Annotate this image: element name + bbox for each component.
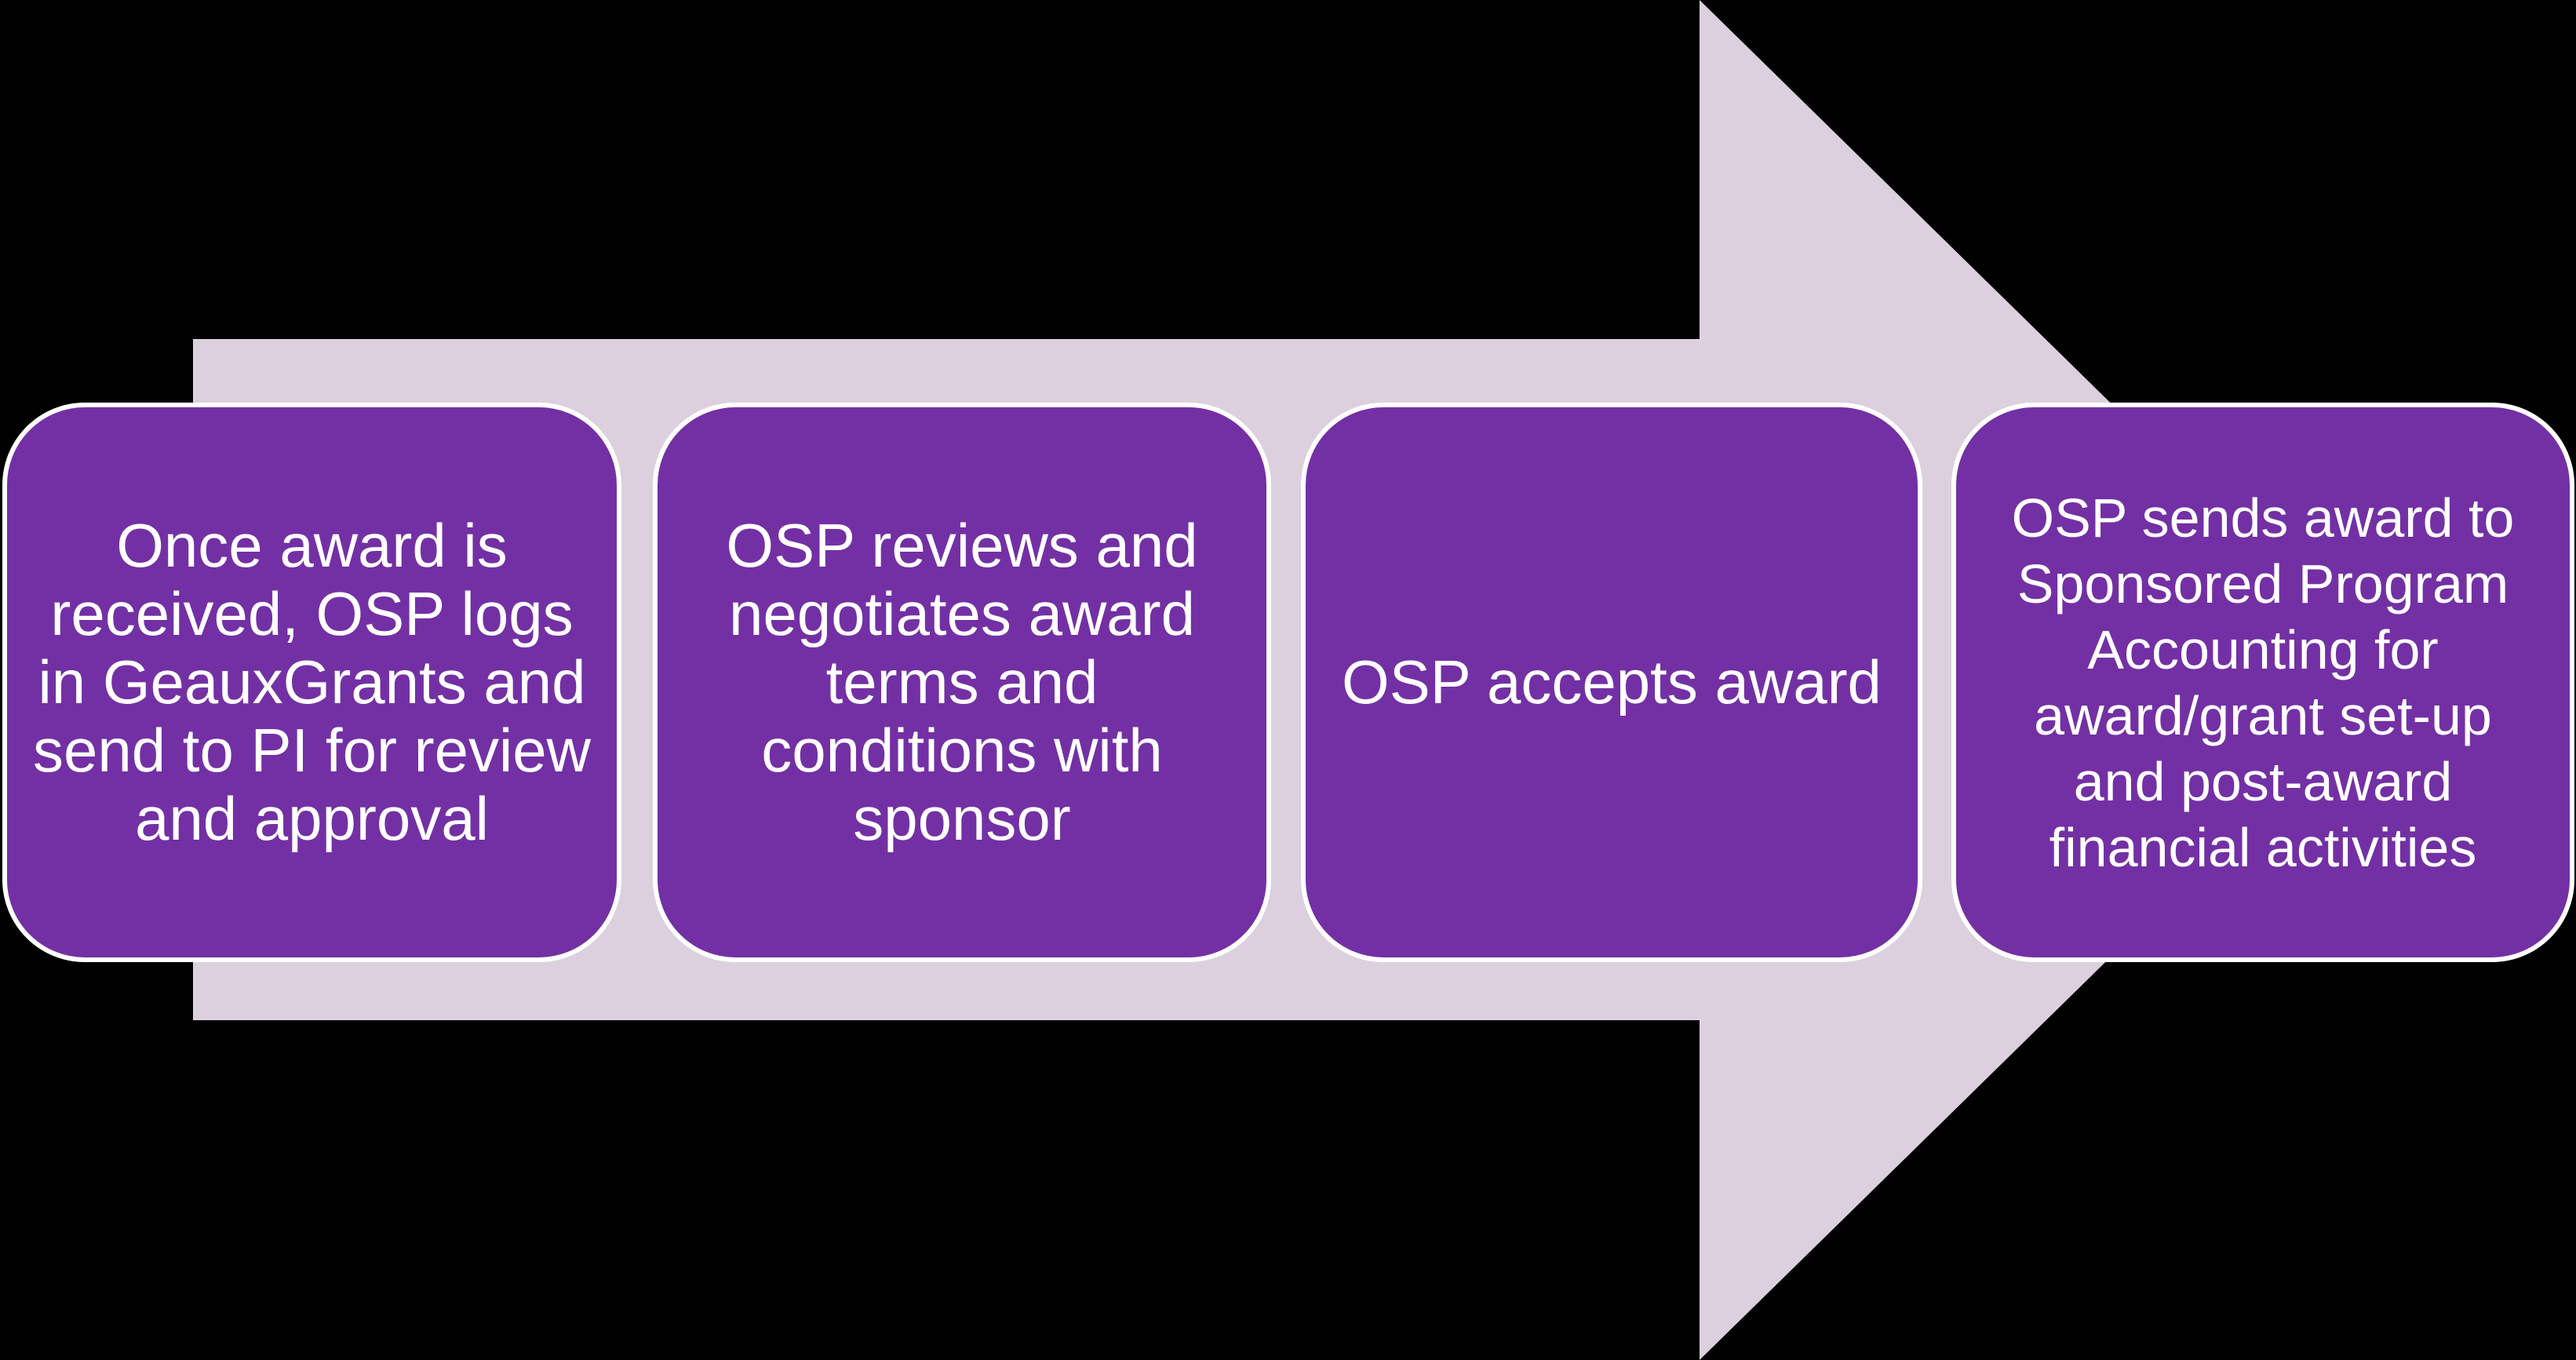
process-step-2-label: OSP reviews and negotiates award terms a…	[726, 511, 1198, 853]
process-step-1-label: Once award is received, OSP logs in Geau…	[33, 511, 591, 853]
process-step-4-label: OSP sends award to Sponsored Program Acc…	[2011, 487, 2515, 878]
process-step-3-label: OSP accepts award	[1342, 647, 1882, 716]
process-step-3: OSP accepts award	[1301, 403, 1922, 962]
process-step-1: Once award is received, OSP logs in Geau…	[2, 403, 621, 962]
process-step-4: OSP sends award to Sponsored Program Acc…	[1951, 403, 2574, 962]
process-step-2: OSP reviews and negotiates award terms a…	[653, 403, 1271, 962]
arrow-right-path	[193, 0, 2393, 1360]
